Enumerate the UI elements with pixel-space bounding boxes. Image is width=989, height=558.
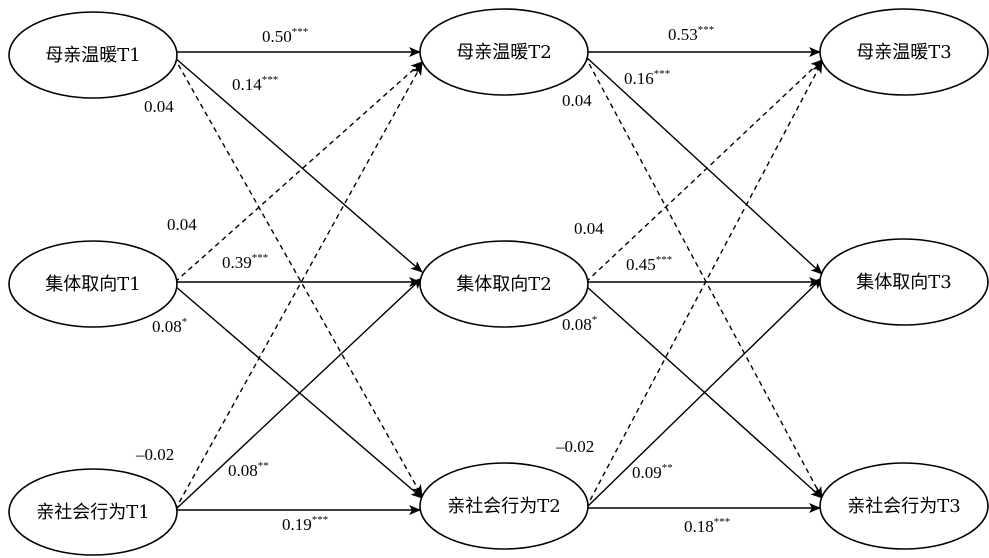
nodes: 母亲温暖T1 集体取向T1 亲社会行为T1 母亲温暖T2 集体取向T2 亲社会行… bbox=[8, 8, 989, 556]
node-ellipse bbox=[819, 462, 989, 550]
node-label: 集体取向T1 bbox=[45, 274, 140, 295]
edge-mw2-co3 bbox=[584, 55, 823, 275]
node-label: 母亲温暖T2 bbox=[456, 42, 551, 63]
edge-mw1-pb2 bbox=[173, 56, 423, 497]
coef-pb2-pb3: 0.18*** bbox=[684, 516, 730, 536]
node-ellipse bbox=[419, 462, 589, 550]
coef-co1-co2: 0.39*** bbox=[222, 252, 268, 272]
edge-pb1-mw2 bbox=[174, 63, 423, 511]
edge-pb2-co3 bbox=[585, 277, 823, 509]
node-label: 亲社会行为T2 bbox=[447, 496, 560, 517]
coef-co2-pb3: 0.08* bbox=[562, 314, 597, 334]
node-collectivism-t3: 集体取向T3 bbox=[819, 238, 989, 326]
edge-mw1-co2 bbox=[173, 56, 423, 273]
coef-mw1-pb2: 0.04 bbox=[144, 97, 174, 116]
node-prosocial-t1: 亲社会行为T1 bbox=[8, 468, 178, 556]
coef-pb1-mw2: –0.02 bbox=[135, 445, 174, 464]
node-label: 母亲温暖T1 bbox=[45, 45, 140, 66]
node-label: 亲社会行为T3 bbox=[847, 496, 960, 517]
node-ellipse bbox=[8, 240, 178, 328]
node-maternal-warmth-t2: 母亲温暖T2 bbox=[419, 8, 589, 96]
coef-mw2-mw3: 0.53*** bbox=[668, 24, 714, 44]
node-ellipse bbox=[419, 240, 589, 328]
coef-co2-co3: 0.45*** bbox=[626, 254, 672, 274]
edge-co2-mw3 bbox=[585, 59, 823, 283]
coef-mw2-co3: 0.16*** bbox=[624, 68, 670, 88]
edge-co2-pb3 bbox=[585, 285, 823, 499]
node-label: 集体取向T3 bbox=[856, 272, 951, 293]
node-collectivism-t2: 集体取向T2 bbox=[419, 240, 589, 328]
node-label: 集体取向T2 bbox=[456, 274, 551, 295]
node-ellipse bbox=[419, 8, 589, 96]
node-ellipse bbox=[8, 11, 178, 99]
coef-pb2-co3: 0.09** bbox=[632, 462, 673, 482]
coefficients: 0.50*** 0.14*** 0.04 0.04 0.39*** 0.08* … bbox=[135, 24, 730, 536]
edge-pb2-mw3 bbox=[585, 61, 823, 509]
edges bbox=[173, 47, 823, 515]
edge-mw2-pb3 bbox=[584, 55, 823, 499]
coef-co1-pb2: 0.08* bbox=[152, 316, 187, 336]
coef-mw2-pb3: 0.04 bbox=[562, 91, 592, 110]
node-maternal-warmth-t1: 母亲温暖T1 bbox=[8, 11, 178, 99]
coef-pb2-mw3: –0.02 bbox=[555, 437, 594, 456]
node-maternal-warmth-t3: 母亲温暖T3 bbox=[819, 8, 989, 96]
coef-pb1-co2: 0.08** bbox=[228, 460, 269, 480]
edge-co1-mw2 bbox=[174, 61, 423, 283]
edge-pb1-co2 bbox=[174, 277, 423, 511]
edge-co1-pb2 bbox=[174, 285, 423, 499]
coef-mw1-co2: 0.14*** bbox=[232, 74, 278, 94]
coef-mw1-mw2: 0.50*** bbox=[262, 26, 308, 46]
node-label: 亲社会行为T1 bbox=[36, 502, 149, 523]
coef-pb1-pb2: 0.19*** bbox=[282, 514, 328, 534]
node-ellipse bbox=[8, 468, 178, 556]
node-collectivism-t1: 集体取向T1 bbox=[8, 240, 178, 328]
node-prosocial-t2: 亲社会行为T2 bbox=[419, 462, 589, 550]
coef-co2-mw3: 0.04 bbox=[574, 219, 604, 238]
coef-co1-mw2: 0.04 bbox=[167, 215, 197, 234]
node-ellipse bbox=[819, 8, 989, 96]
node-label: 母亲温暖T3 bbox=[856, 42, 951, 63]
node-prosocial-t3: 亲社会行为T3 bbox=[819, 462, 989, 550]
node-ellipse bbox=[819, 238, 989, 326]
